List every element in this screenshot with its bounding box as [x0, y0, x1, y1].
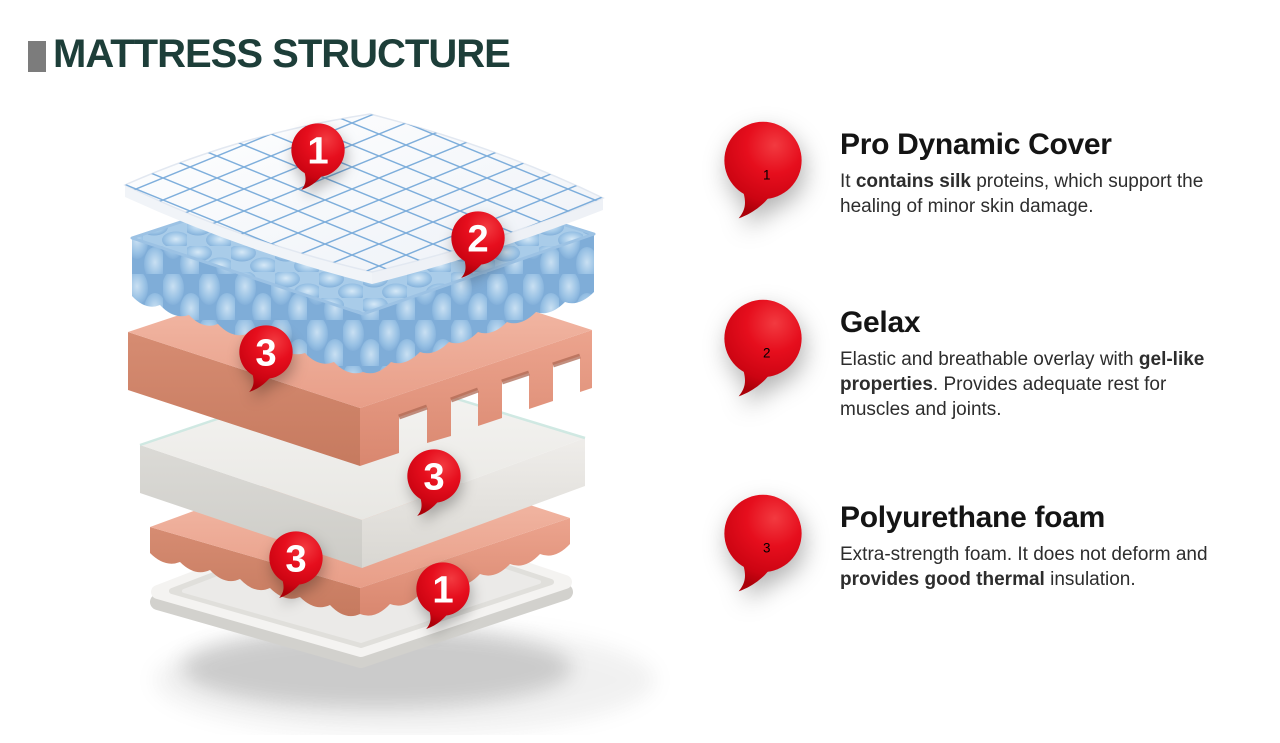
svg-text:1: 1 — [307, 129, 328, 172]
svg-text:2: 2 — [763, 346, 770, 361]
legend-text: Polyurethane foam Extra-strength foam. I… — [840, 493, 1212, 594]
mattress-layers-illustration — [123, 113, 655, 735]
legend-text: Gelax Elastic and breathable overlay wit… — [840, 298, 1212, 422]
legend-badge-2: 2 — [724, 299, 802, 397]
header: MATTRESS STRUCTURE — [28, 32, 511, 77]
svg-text:3: 3 — [423, 455, 444, 498]
layer-marker-3a: 3 — [239, 325, 293, 393]
mattress-exploded-diagram: 1 2 3 3 3 1 — [55, 90, 675, 735]
legend-title: Polyurethane foam — [840, 501, 1105, 534]
svg-text:1: 1 — [432, 568, 453, 611]
page-title: MATTRESS STRUCTURE — [53, 32, 511, 76]
layer-marker-2: 2 — [451, 211, 505, 279]
layer-marker-1b: 1 — [416, 562, 470, 630]
legend-title: Gelax — [840, 306, 921, 339]
legend-description: Elastic and breathable overlay with gel-… — [840, 349, 1205, 420]
svg-text:2: 2 — [467, 217, 488, 260]
legend-item-gelax: 2 Gelax Elastic and breathable overlay w… — [721, 298, 1212, 422]
title-accent-bar — [28, 40, 46, 72]
layer-marker-3c: 3 — [269, 531, 323, 599]
floor-shadow — [155, 625, 655, 735]
svg-text:3: 3 — [255, 331, 276, 374]
legend-text: Pro Dynamic Cover It contains silk prote… — [840, 120, 1212, 221]
svg-text:3: 3 — [285, 537, 306, 580]
svg-text:3: 3 — [763, 541, 770, 556]
legend-description: It contains silk proteins, which support… — [840, 171, 1204, 217]
legend: 1 Pro Dynamic Cover It contains silk pro… — [700, 100, 1240, 660]
legend-badge-3: 3 — [724, 494, 802, 592]
svg-text:1: 1 — [763, 168, 770, 183]
layer-marker-1: 1 — [291, 123, 345, 191]
legend-description: Extra-strength foam. It does not deform … — [840, 544, 1208, 590]
legend-badge-1: 1 — [724, 121, 802, 219]
legend-item-polyurethane-foam: 3 Polyurethane foam Extra-strength foam.… — [721, 493, 1212, 594]
legend-title: Pro Dynamic Cover — [840, 128, 1112, 161]
layer-marker-3b: 3 — [407, 449, 461, 517]
legend-item-pro-dynamic-cover: 1 Pro Dynamic Cover It contains silk pro… — [721, 120, 1212, 221]
